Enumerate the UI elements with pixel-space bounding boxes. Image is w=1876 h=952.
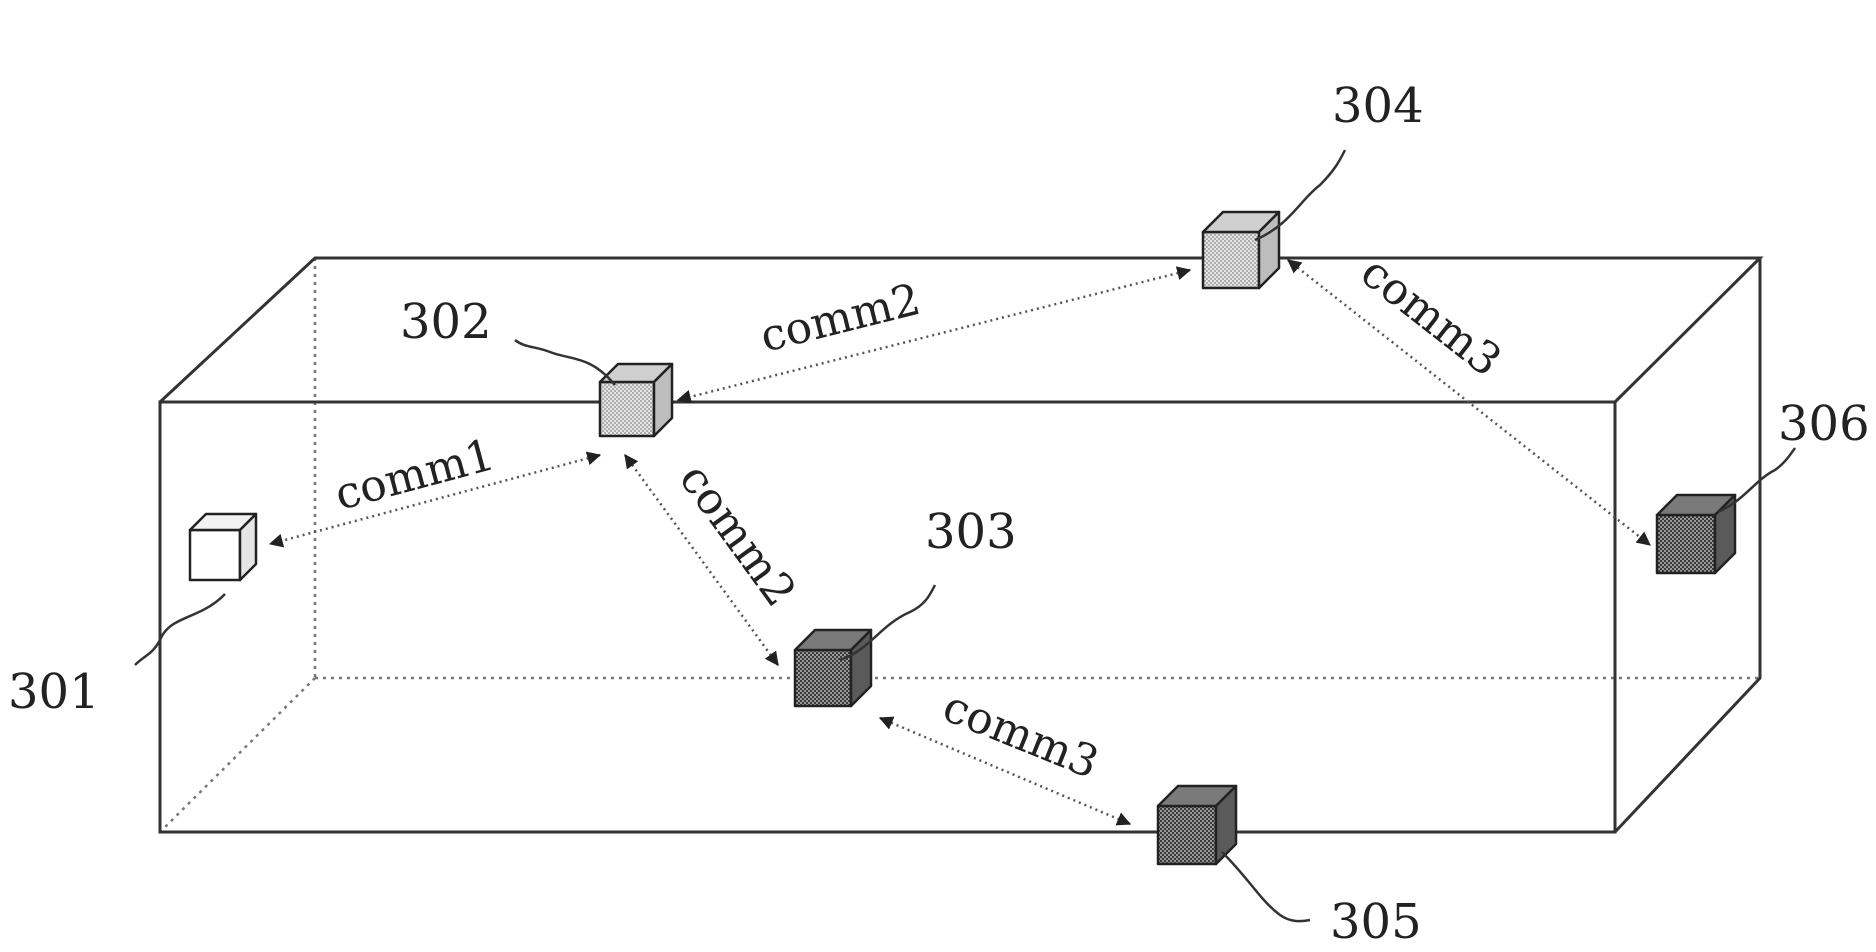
cube-front-face: [190, 530, 240, 580]
leader-301: [135, 594, 225, 665]
device-303: [795, 630, 871, 706]
device-306: [1657, 495, 1735, 573]
device-305: [1158, 786, 1236, 864]
label-304: 304: [1332, 78, 1424, 134]
label-305: 305: [1330, 894, 1422, 950]
link-label-comm2-diag: comm2: [669, 454, 806, 616]
link-comm2-top: [678, 270, 1190, 400]
label-303: 303: [925, 504, 1017, 560]
cube-front-face: [1203, 232, 1259, 288]
leader-302: [515, 340, 615, 385]
label-306: 306: [1778, 396, 1870, 452]
cube-front-face: [1158, 806, 1216, 864]
device-304: [1203, 212, 1279, 288]
leader-305: [1222, 852, 1310, 921]
device-302: [600, 364, 672, 436]
link-label-comm1: comm1: [330, 429, 500, 520]
device-301: [190, 514, 256, 580]
link-label-comm3-right: comm3: [1351, 246, 1511, 386]
link-label-comm2-top: comm2: [755, 274, 925, 363]
label-301: 301: [8, 664, 100, 720]
label-302: 302: [400, 294, 492, 350]
cube-front-face: [1657, 515, 1715, 573]
link-label-comm3-bottom: comm3: [936, 681, 1106, 789]
reference-labels: 301 302 303 304 305 306: [8, 78, 1870, 950]
hidden-edge-bottom-left: [160, 678, 315, 832]
link-labels: comm1 comm2 comm2 comm3 comm3: [330, 246, 1511, 789]
cube-front-face: [600, 382, 654, 436]
